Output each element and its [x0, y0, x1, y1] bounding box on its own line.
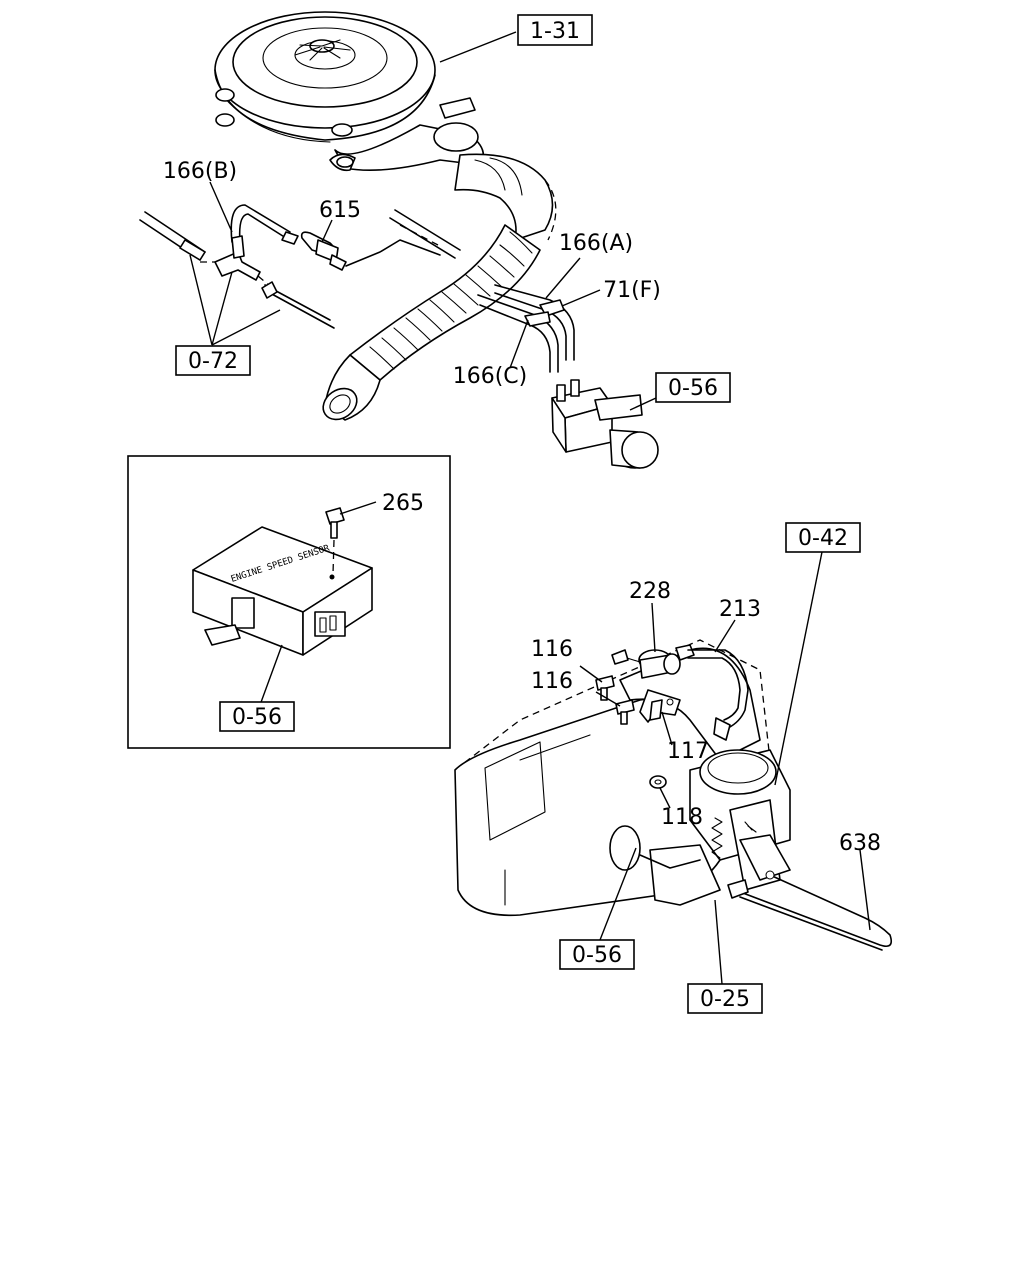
callout-0-25: 0-25 — [687, 983, 763, 1014]
callout-213: 213 — [719, 597, 761, 622]
callout-label: 1-31 — [530, 19, 580, 44]
hose-set-drawing — [477, 284, 575, 373]
callout-116-a: 116 — [531, 637, 573, 662]
inset-detail-box: ENGINE SPEED SENSOR — [127, 455, 451, 749]
idle-control-valve-drawing — [611, 644, 749, 741]
callout-615: 615 — [319, 198, 361, 223]
leader-lines — [189, 31, 871, 985]
callout-0-56-bottom: 0-56 — [559, 939, 635, 970]
callout-1-31: 1-31 — [517, 14, 593, 46]
callout-166c: 166(C) — [453, 364, 528, 389]
callout-116-b: 116 — [531, 669, 573, 694]
callout-label: 0-25 — [700, 987, 750, 1012]
callout-0-56-unit: 0-56 — [219, 701, 295, 732]
corrugated-intake-hose-drawing — [322, 224, 541, 421]
air-cleaner-drawing — [214, 11, 557, 241]
callout-0-56-valve: 0-56 — [655, 372, 731, 403]
callout-638: 638 — [839, 831, 881, 856]
callout-228: 228 — [629, 579, 671, 604]
callout-label: 0-56 — [232, 705, 282, 730]
callout-label: 0-72 — [188, 349, 238, 374]
callout-71f: 71(F) — [603, 278, 661, 303]
throttle-cable-drawing — [727, 870, 893, 951]
callout-0-72: 0-72 — [175, 345, 251, 376]
callout-label: 0-42 — [798, 526, 848, 551]
callout-label: 0-56 — [572, 943, 622, 968]
callout-166b: 166(B) — [163, 159, 237, 184]
callout-117: 117 — [667, 739, 709, 764]
vacuum-switching-valve-drawing — [551, 379, 659, 469]
bolts-drawing — [595, 675, 667, 789]
callout-0-42: 0-42 — [785, 522, 861, 553]
intake-manifold-drawing — [454, 639, 791, 917]
callout-265: 265 — [382, 491, 424, 516]
callout-118: 118 — [661, 805, 703, 830]
callout-166a: 166(A) — [559, 231, 633, 256]
vacuum-hoses-drawing — [139, 204, 461, 329]
callout-label: 0-56 — [668, 376, 718, 401]
